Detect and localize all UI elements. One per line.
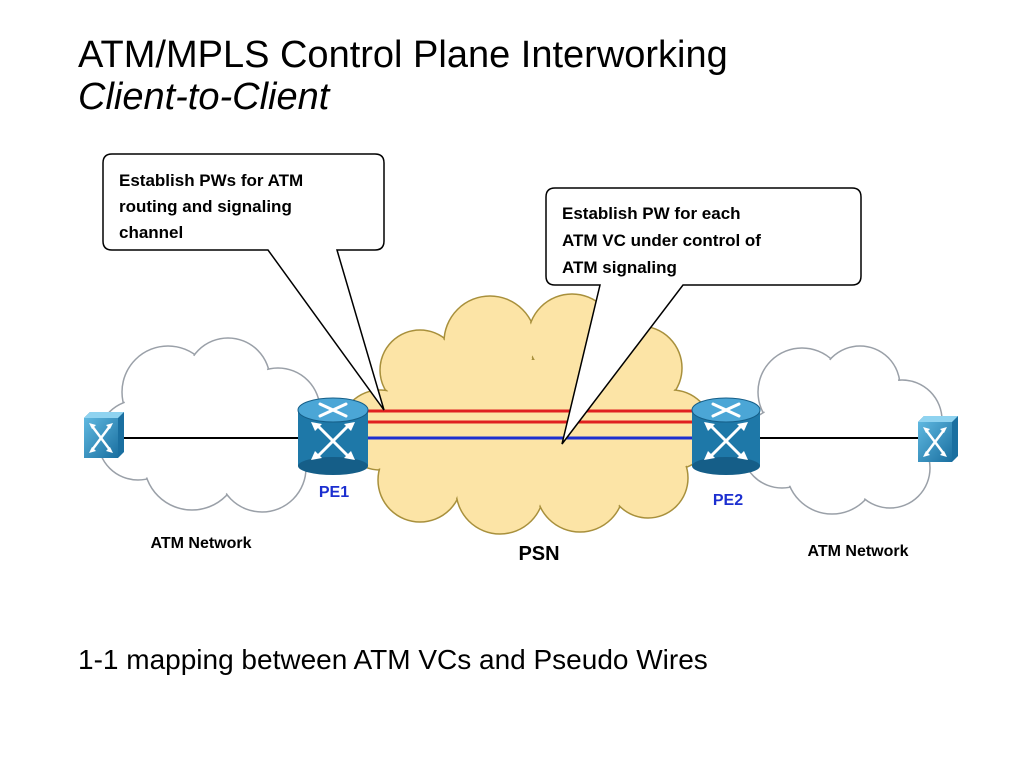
callout-right-line-1: Establish PW for each xyxy=(562,204,741,223)
atm-network-label-right: ATM Network xyxy=(807,543,908,560)
pe1-label: PE1 xyxy=(319,484,349,501)
slide-subtitle: Client-to-Client xyxy=(78,76,330,118)
callout-left: Establish PWs for ATM routing and signal… xyxy=(102,153,385,411)
atm-switch-icon xyxy=(84,412,124,458)
title-block: ATM/MPLS Control Plane Interworking Clie… xyxy=(78,34,728,118)
atm-network-label-left: ATM Network xyxy=(150,535,251,552)
callout-left-line-1: Establish PWs for ATM xyxy=(119,171,303,190)
atm-switch-icon xyxy=(918,416,958,462)
psn-cloud xyxy=(339,293,713,535)
callout-right-line-2: ATM VC under control of xyxy=(562,231,761,250)
callout-right-line-3: ATM signaling xyxy=(562,258,677,277)
callout-left-line-2: routing and signaling xyxy=(119,197,292,216)
pe2-label: PE2 xyxy=(713,492,743,509)
callout-right: Establish PW for each ATM VC under contr… xyxy=(545,187,862,445)
router-icon xyxy=(691,397,761,475)
slide-title: ATM/MPLS Control Plane Interworking xyxy=(78,34,728,76)
atm-network-cloud-left xyxy=(97,337,321,513)
router-icon xyxy=(297,397,369,475)
footer-caption: 1-1 mapping between ATM VCs and Pseudo W… xyxy=(78,644,708,675)
atm-network-cloud-right xyxy=(741,345,943,515)
callout-left-line-3: channel xyxy=(119,223,183,242)
psn-label: PSN xyxy=(518,543,559,565)
